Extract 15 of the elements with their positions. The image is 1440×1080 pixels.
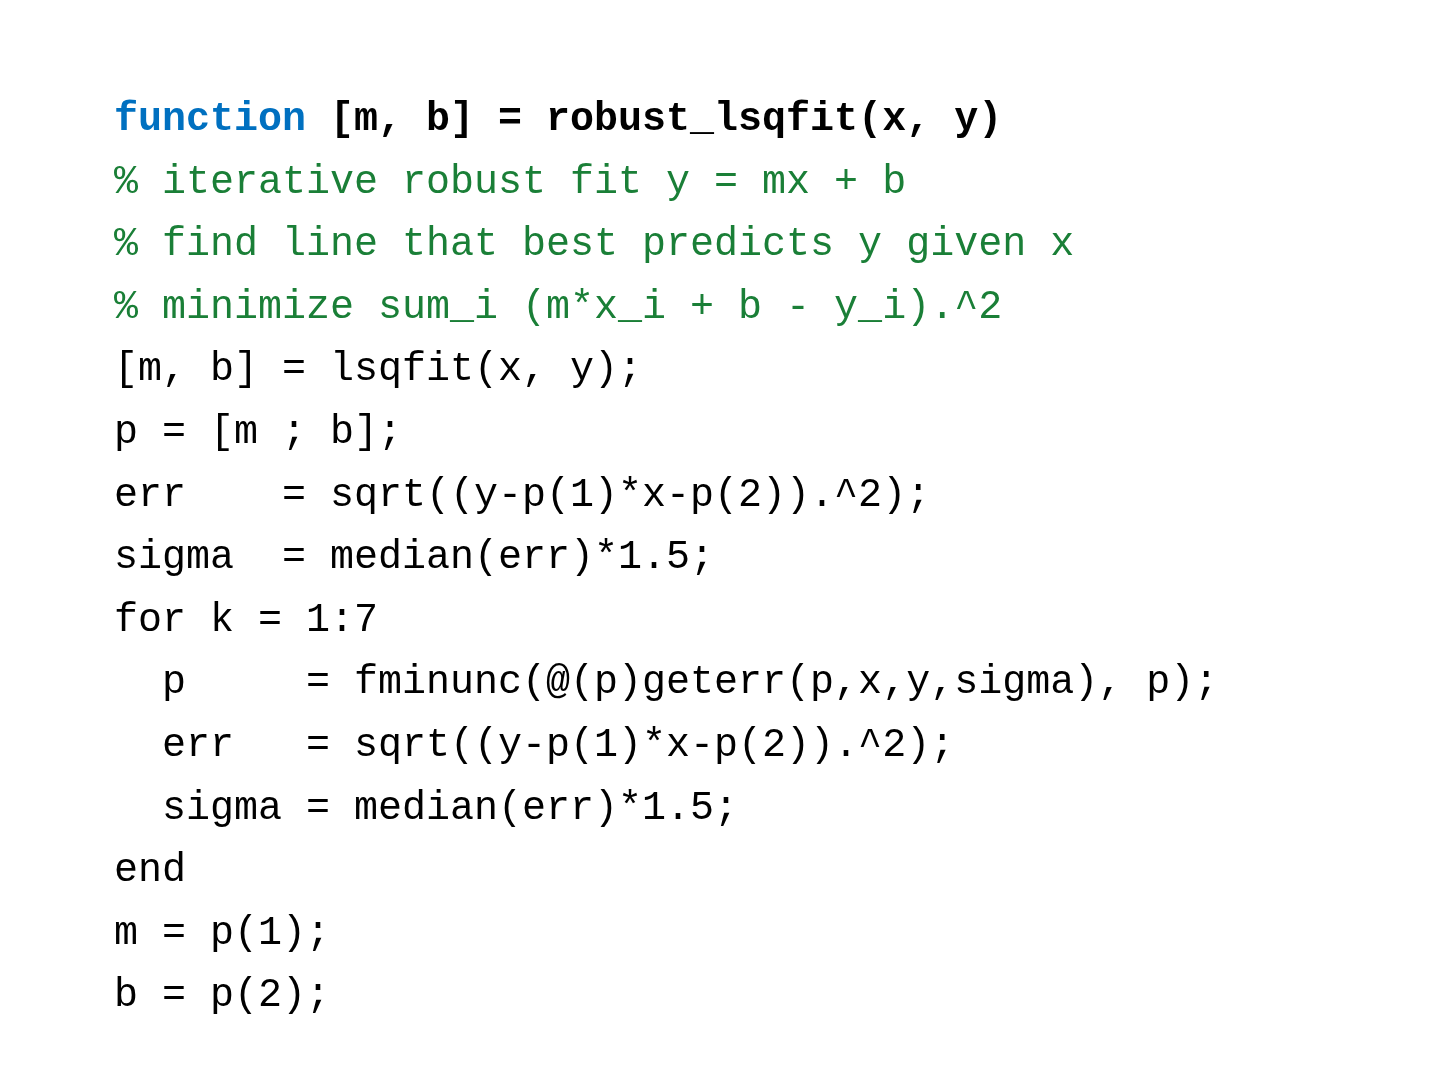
code-line: end	[114, 848, 186, 895]
code-line: p = fminunc(@(p)geterr(p,x,y,sigma), p);	[161, 660, 1219, 707]
code-line: err = sqrt((y-p(1)*x-p(2)).^2);	[114, 472, 931, 519]
code-comment: % minimize sum_i (m*x_i + b - y_i).^2	[114, 284, 1003, 331]
code-line: [m, b] = lsqfit(x, y);	[114, 347, 643, 394]
code-line: for k = 1:7	[114, 597, 379, 644]
code-line: b = p(2);	[114, 973, 331, 1020]
code-comment: % find line that best predicts y given x	[114, 222, 1075, 269]
code-line: p = [m ; b];	[114, 410, 403, 456]
code-comment: % iterative robust fit y = mx + b	[114, 159, 907, 206]
code-line: sigma = median(err)*1.5;	[114, 535, 715, 582]
code-line: err = sqrt((y-p(1)*x-p(2)).^2);	[161, 723, 955, 769]
code-line: sigma = median(err)*1.5;	[161, 785, 739, 832]
code-line: m = p(1);	[114, 910, 331, 957]
function-signature: function [m, b] = robust_lsqfit(x, y)	[114, 97, 1003, 143]
